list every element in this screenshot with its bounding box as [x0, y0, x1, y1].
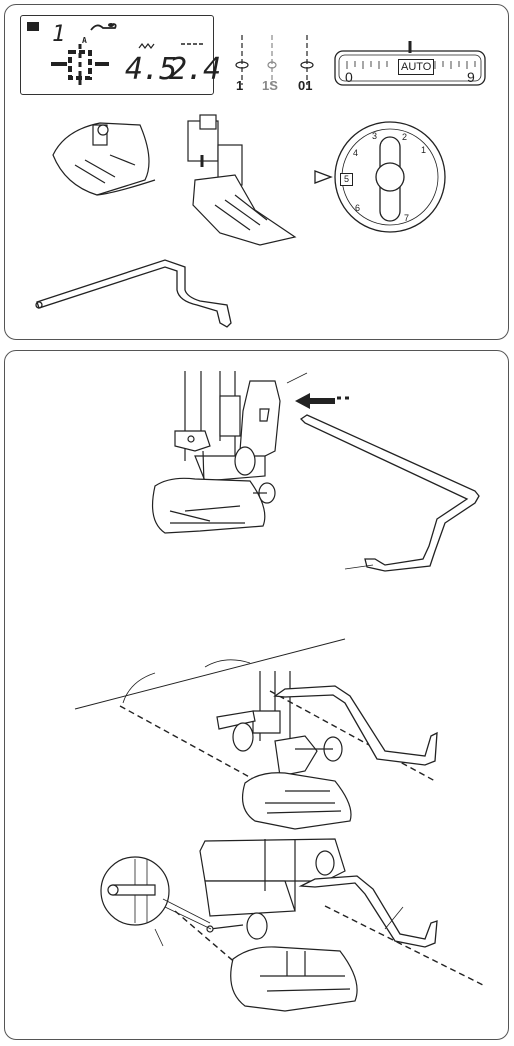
needle-label-01: 01 — [298, 78, 312, 93]
tension-max-label: 9 — [467, 69, 475, 85]
callout-line — [287, 373, 307, 383]
top-panel-illustrations — [5, 5, 509, 340]
pointer-icon — [315, 171, 331, 183]
tension-auto-label: AUTO — [398, 59, 434, 75]
zigzag-foot-icon — [53, 123, 155, 195]
pressure-label-3: 3 — [372, 131, 377, 141]
pressure-label-7: 7 — [404, 213, 409, 223]
quilting-guide-bar-icon — [36, 260, 231, 327]
pressure-selected-value: 5 — [340, 173, 353, 186]
pressure-label-1: 1 — [421, 145, 426, 155]
needle-label-1: 1 — [236, 78, 243, 93]
pressure-label-2: 2 — [402, 132, 407, 142]
insert-arrow-icon — [295, 393, 349, 409]
quilting-guide-bar-icon — [301, 876, 437, 947]
even-feed-foot-icon — [188, 115, 295, 245]
pressure-label-6: 6 — [355, 203, 360, 213]
quilting-guide-bar-icon — [301, 415, 479, 571]
guide-bar-instructions-panel — [4, 350, 509, 1040]
pressure-knob — [315, 122, 445, 232]
presser-foot-assembly-icon — [200, 839, 357, 1011]
tension-min-label: 0 — [345, 69, 353, 85]
pressure-label-4: 4 — [353, 148, 358, 158]
callout-line — [155, 929, 163, 946]
needle-label-1s: 1S — [262, 78, 278, 93]
detail-inset-icon — [101, 857, 211, 929]
bottom-panel-illustrations — [5, 351, 509, 1040]
settings-panel: 1 A 4.5 2.4 — [4, 4, 509, 340]
presser-foot-assembly-icon — [153, 371, 280, 533]
